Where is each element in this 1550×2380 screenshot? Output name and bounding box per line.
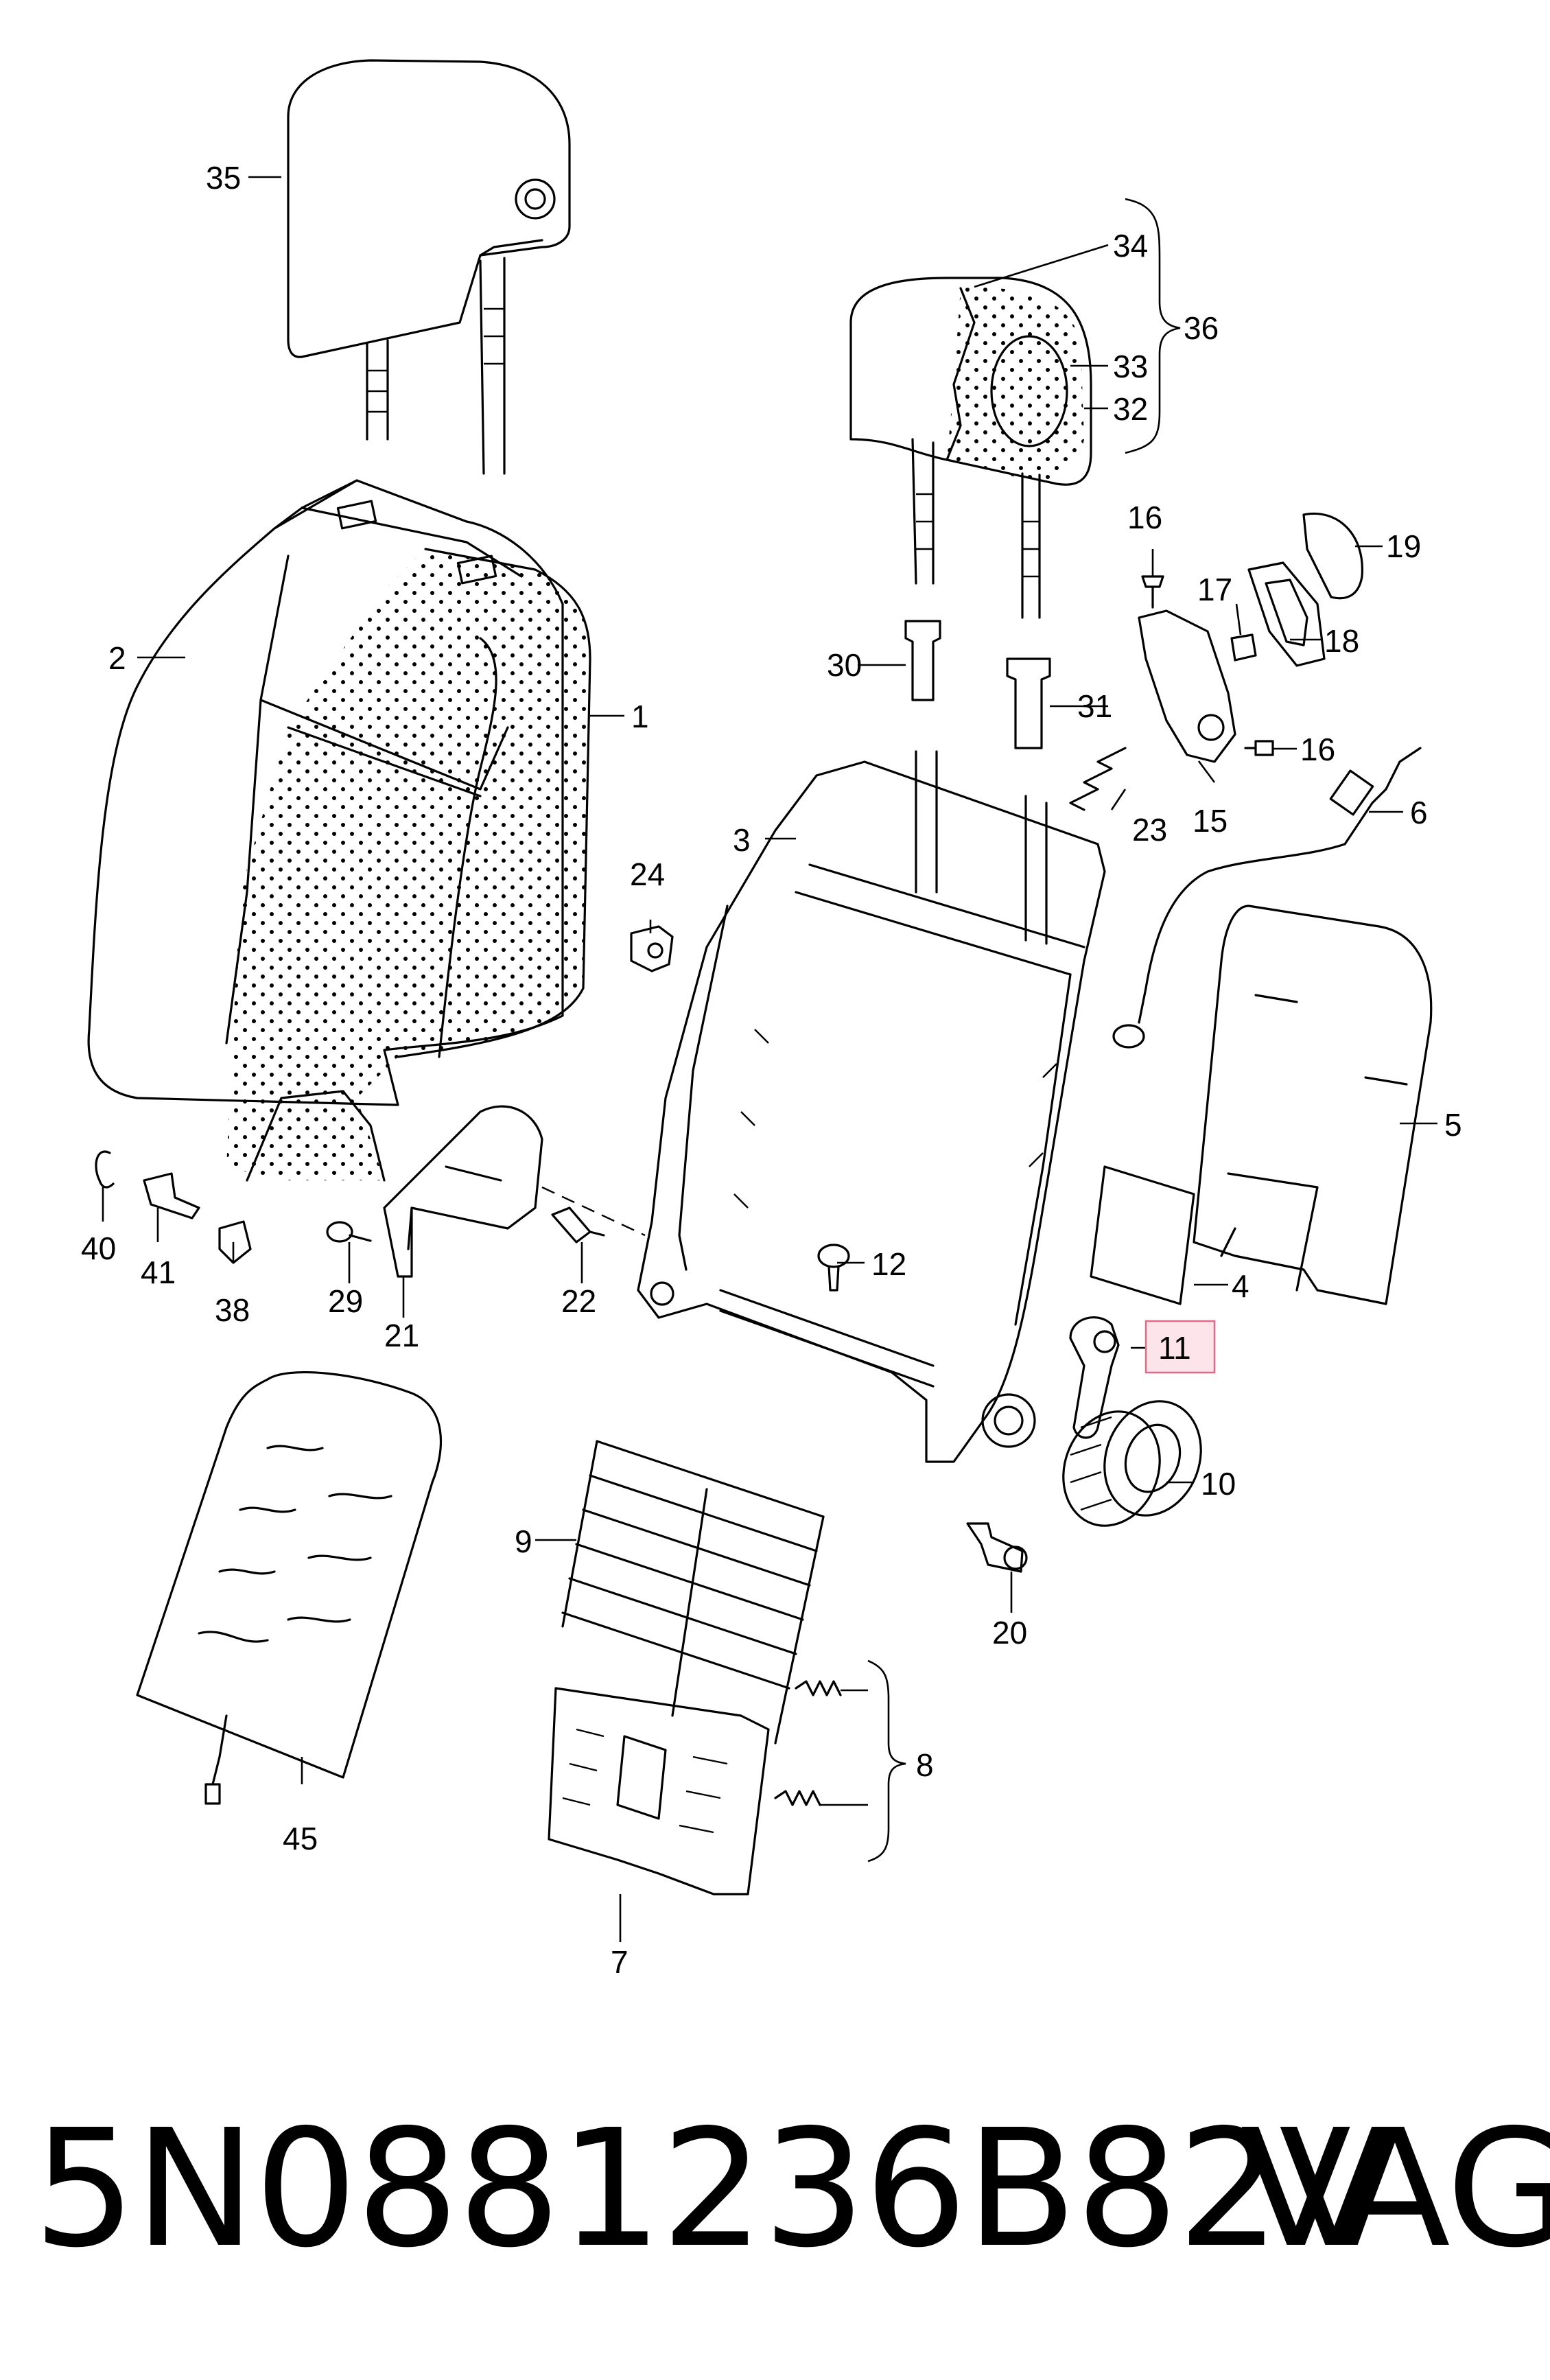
brand-name: VAG: [1241, 2095, 1550, 2283]
screw-16b: [1244, 740, 1274, 756]
back-panel-5: [1193, 905, 1433, 1305]
knob-10: [1062, 1400, 1202, 1527]
label-1[interactable]: 1: [631, 699, 649, 734]
label-36[interactable]: 36: [1184, 310, 1219, 346]
lumbar-wire-9: [561, 1440, 825, 1745]
label-33[interactable]: 33: [1113, 349, 1148, 384]
label-8[interactable]: 8: [916, 1747, 934, 1783]
backrest-frame-3: [637, 750, 1106, 1463]
handle-19: [1302, 512, 1363, 600]
side-bracket-21: [383, 1105, 543, 1278]
clip-38: [218, 1220, 252, 1264]
lumbar-plate-7: [548, 1687, 770, 1895]
label-16a[interactable]: 16: [1127, 500, 1162, 535]
screw-29: [326, 1221, 372, 1243]
leader-lines: [102, 176, 1437, 1942]
label-5[interactable]: 5: [1444, 1107, 1462, 1143]
label-17[interactable]: 17: [1197, 572, 1232, 607]
label-22[interactable]: 22: [561, 1283, 596, 1319]
label-7[interactable]: 7: [611, 1944, 629, 1980]
clip-17: [1230, 633, 1257, 662]
spring-23: [1069, 747, 1127, 811]
label-11[interactable]: 11: [1158, 1330, 1191, 1366]
label-18[interactable]: 18: [1324, 623, 1359, 659]
footer: 5N0881236B82V VAG: [33, 2095, 1550, 2283]
backrest-padding-1: [226, 548, 591, 1182]
label-31[interactable]: 31: [1077, 688, 1112, 724]
label-35[interactable]: 35: [206, 160, 241, 196]
label-32[interactable]: 32: [1113, 391, 1148, 427]
spring-8-upper: [795, 1680, 842, 1696]
cable-6: [1112, 747, 1422, 1049]
label-38[interactable]: 38: [215, 1292, 250, 1328]
label-29[interactable]: 29: [328, 1283, 363, 1319]
headrest-34: [849, 277, 1092, 619]
bracket-15: [1138, 609, 1236, 763]
label-30[interactable]: 30: [827, 647, 862, 683]
highlight-box-11: [1144, 1320, 1216, 1374]
screw-12: [817, 1244, 850, 1292]
guide-sleeve-31: [1006, 657, 1051, 749]
label-34[interactable]: 34: [1113, 228, 1148, 264]
bolt-20: [966, 1522, 1028, 1573]
label-41[interactable]: 41: [141, 1255, 176, 1290]
label-10[interactable]: 10: [1201, 1466, 1236, 1502]
bracket-8: [867, 1659, 906, 1863]
label-24[interactable]: 24: [630, 856, 665, 892]
label-23[interactable]: 23: [1132, 812, 1167, 848]
headrest-35: [287, 59, 571, 475]
heater-mat-45: [136, 1371, 443, 1805]
label-19[interactable]: 19: [1386, 528, 1421, 564]
label-21[interactable]: 21: [384, 1318, 419, 1353]
label-9[interactable]: 9: [515, 1524, 532, 1559]
clip-24: [630, 925, 674, 972]
part-number: 5N0881236B82V: [33, 2095, 1389, 2283]
label-4[interactable]: 4: [1232, 1268, 1249, 1304]
bracket-36: [1125, 198, 1181, 454]
label-20[interactable]: 20: [992, 1615, 1027, 1650]
label-15[interactable]: 15: [1193, 803, 1228, 839]
label-3[interactable]: 3: [733, 822, 751, 858]
label-2[interactable]: 2: [108, 640, 126, 676]
clip-41: [143, 1172, 200, 1220]
guide-sleeve-30: [904, 620, 941, 701]
label-6[interactable]: 6: [1410, 795, 1428, 830]
label-40[interactable]: 40: [81, 1230, 116, 1266]
screw-16a: [1141, 575, 1164, 609]
clip-40: [95, 1150, 115, 1189]
label-12[interactable]: 12: [871, 1246, 906, 1282]
spring-8-lower: [774, 1790, 821, 1806]
trim-18: [1247, 561, 1326, 667]
label-45[interactable]: 45: [283, 1821, 318, 1856]
push-pin-22: [551, 1206, 605, 1244]
strip-4: [1090, 1165, 1195, 1305]
label-16b[interactable]: 16: [1300, 732, 1335, 767]
